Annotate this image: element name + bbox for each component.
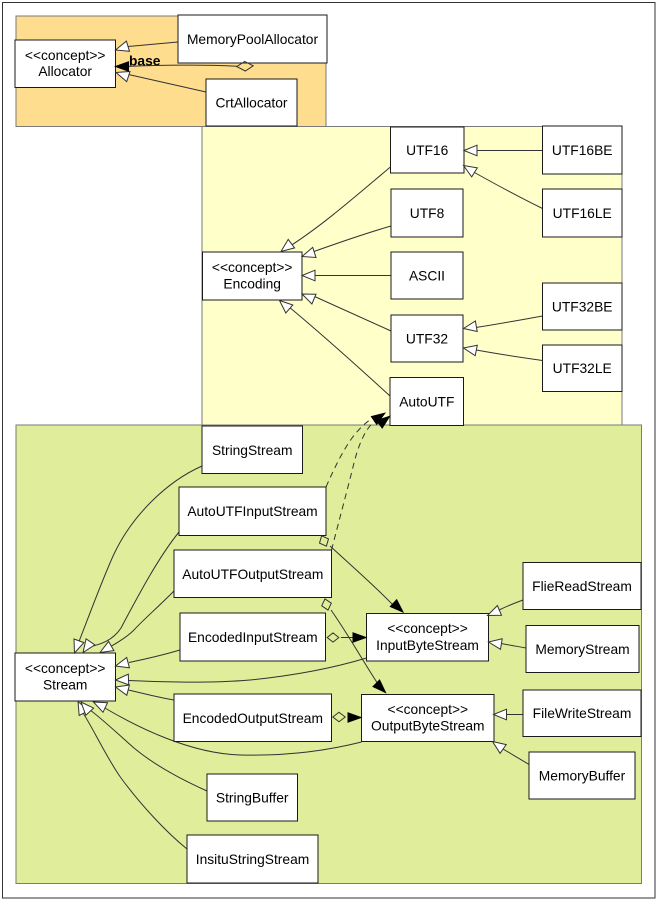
svg-text:InsituStringStream: InsituStringStream [196, 852, 310, 867]
svg-text:MemoryBuffer: MemoryBuffer [539, 769, 626, 784]
svg-text:<<concept>>: <<concept>> [212, 260, 293, 275]
svg-text:UTF16LE: UTF16LE [553, 206, 612, 221]
svg-text:<<concept>>: <<concept>> [388, 702, 469, 717]
svg-text:MemoryStream: MemoryStream [535, 642, 629, 657]
svg-text:UTF32LE: UTF32LE [553, 361, 612, 376]
svg-text:Stream: Stream [43, 678, 87, 693]
svg-text:Allocator: Allocator [38, 64, 92, 79]
svg-text:<<concept>>: <<concept>> [387, 621, 468, 636]
svg-text:base: base [129, 54, 161, 69]
svg-text:UTF32BE: UTF32BE [552, 300, 613, 315]
svg-text:UTF16: UTF16 [406, 143, 448, 158]
svg-text:Encoding: Encoding [223, 277, 281, 292]
svg-text:FileWriteStream: FileWriteStream [533, 706, 632, 721]
svg-text:AutoUTFOutputStream: AutoUTFOutputStream [182, 567, 323, 582]
svg-text:UTF8: UTF8 [410, 206, 445, 221]
svg-text:FlieReadStream: FlieReadStream [532, 579, 632, 594]
svg-text:StringStream: StringStream [212, 443, 293, 458]
svg-text:UTF16BE: UTF16BE [552, 143, 613, 158]
svg-text:<<concept>>: <<concept>> [25, 48, 106, 63]
svg-text:<<concept>>: <<concept>> [25, 661, 106, 676]
svg-text:AutoUTF: AutoUTF [399, 395, 454, 410]
svg-text:AutoUTFInputStream: AutoUTFInputStream [187, 504, 317, 519]
svg-text:UTF32: UTF32 [406, 332, 448, 347]
svg-text:OutputByteStream: OutputByteStream [371, 719, 485, 734]
svg-text:MemoryPoolAllocator: MemoryPoolAllocator [187, 32, 319, 47]
svg-text:InputByteStream: InputByteStream [376, 638, 479, 653]
svg-text:EncodedInputStream: EncodedInputStream [188, 630, 318, 645]
svg-text:ASCII: ASCII [409, 269, 445, 284]
svg-text:CrtAllocator: CrtAllocator [215, 96, 287, 111]
svg-text:EncodedOutputStream: EncodedOutputStream [183, 711, 323, 726]
svg-text:StringBuffer: StringBuffer [216, 791, 289, 806]
